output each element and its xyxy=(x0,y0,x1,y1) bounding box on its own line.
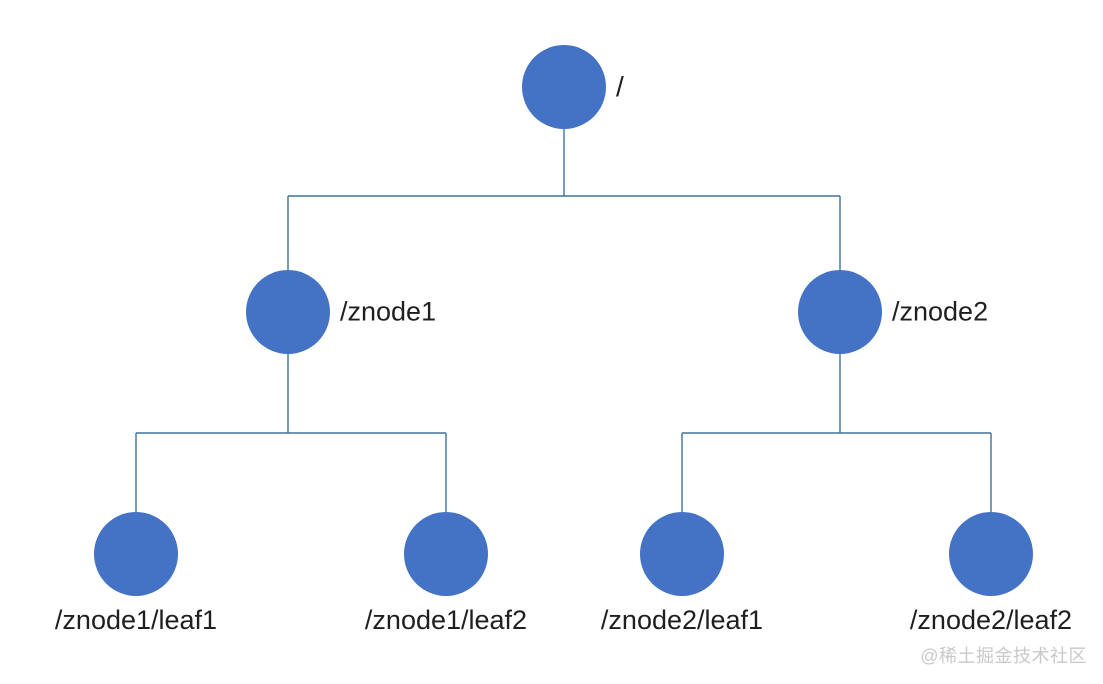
znode1-leaf2-node-circle xyxy=(404,512,488,596)
root-node-circle xyxy=(522,45,606,129)
znode2-leaf2-node-circle xyxy=(949,512,1033,596)
connector-znode2-to-leaves xyxy=(681,354,992,512)
root-node-label: / xyxy=(616,71,624,102)
znode2-leaf1-node-circle xyxy=(640,512,724,596)
znode1-node-circle xyxy=(246,270,330,354)
tree-node-znode1-leaf2: /znode1/leaf2 xyxy=(365,512,527,635)
znode1-leaf2-node-label: /znode1/leaf2 xyxy=(364,605,528,635)
tree-node-znode1-leaf1: /znode1/leaf1 xyxy=(55,512,217,635)
tree-node-znode1: /znode1 xyxy=(246,270,436,354)
tree-node-znode2-leaf1: /znode2/leaf1 xyxy=(601,512,763,635)
znode2-leaf1-node-label: /znode2/leaf1 xyxy=(600,605,764,635)
tree-node-znode2: /znode2 xyxy=(798,270,988,354)
znode1-node-label: /znode1 xyxy=(340,296,437,327)
znode1-leaf1-node-label: /znode1/leaf1 xyxy=(54,605,218,635)
tree-node-root: / xyxy=(522,45,624,129)
connector-root-to-znodes xyxy=(287,129,841,270)
tree-node-znode2-leaf2: /znode2/leaf2 xyxy=(910,512,1072,635)
znode2-node-label: /znode2 xyxy=(892,296,989,327)
watermark-text: @稀土掘金技术社区 xyxy=(920,646,1087,666)
connector-znode1-to-leaves xyxy=(135,354,447,512)
znode2-leaf2-node-label: /znode2/leaf2 xyxy=(909,605,1073,635)
znode2-node-circle xyxy=(798,270,882,354)
znode1-leaf1-node-circle xyxy=(94,512,178,596)
